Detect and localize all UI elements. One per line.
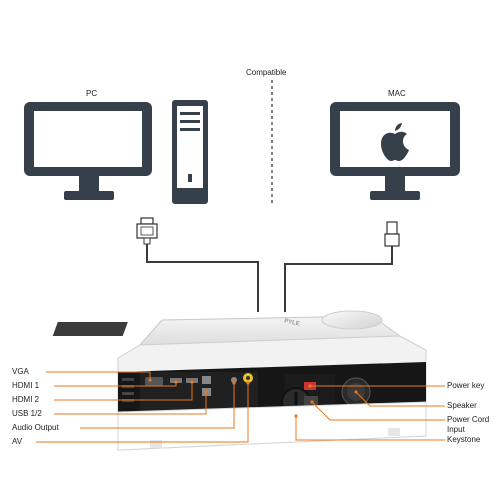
label-keystone: Keystone — [447, 435, 481, 444]
left-callouts — [36, 371, 249, 443]
hdmi2-callout-line — [54, 382, 193, 401]
label-power-cord: Power Cord — [447, 415, 490, 424]
label-input: Input — [447, 425, 465, 434]
projector-icon — [52, 310, 427, 451]
power-cord-callout-line — [311, 401, 445, 421]
port-label-audio-output: Audio Output — [12, 423, 59, 432]
usb-callout-line — [54, 392, 207, 415]
vga-callout-line — [46, 371, 151, 380]
vga-connector-icon — [136, 217, 158, 245]
mac-label: MAC — [388, 89, 406, 98]
apple-logo-icon — [381, 123, 409, 161]
port-label-usb: USB 1/2 — [12, 409, 42, 418]
label-speaker: Speaker — [447, 401, 477, 410]
pc-monitor-icon — [24, 102, 152, 200]
computer-tower-icon — [172, 100, 208, 204]
audio-callout-line — [80, 383, 235, 429]
compatible-label: Compatible — [246, 68, 287, 77]
speaker-callout-line — [355, 391, 445, 407]
vga-cable — [146, 244, 259, 312]
label-power-key: Power key — [447, 381, 485, 390]
pc-label: PC — [86, 89, 98, 98]
av-callout-line — [36, 383, 249, 443]
keystone-callout-line — [295, 416, 445, 441]
right-callouts — [295, 385, 445, 441]
port-label-vga: VGA — [12, 367, 29, 376]
hdmi-connector-icon — [384, 221, 400, 247]
port-label-av: AV — [12, 437, 23, 446]
port-label-hdmi2: HDMI 2 — [12, 395, 40, 404]
port-label-hdmi1: HDMI 1 — [12, 381, 40, 390]
hdmi-cable — [284, 246, 393, 312]
